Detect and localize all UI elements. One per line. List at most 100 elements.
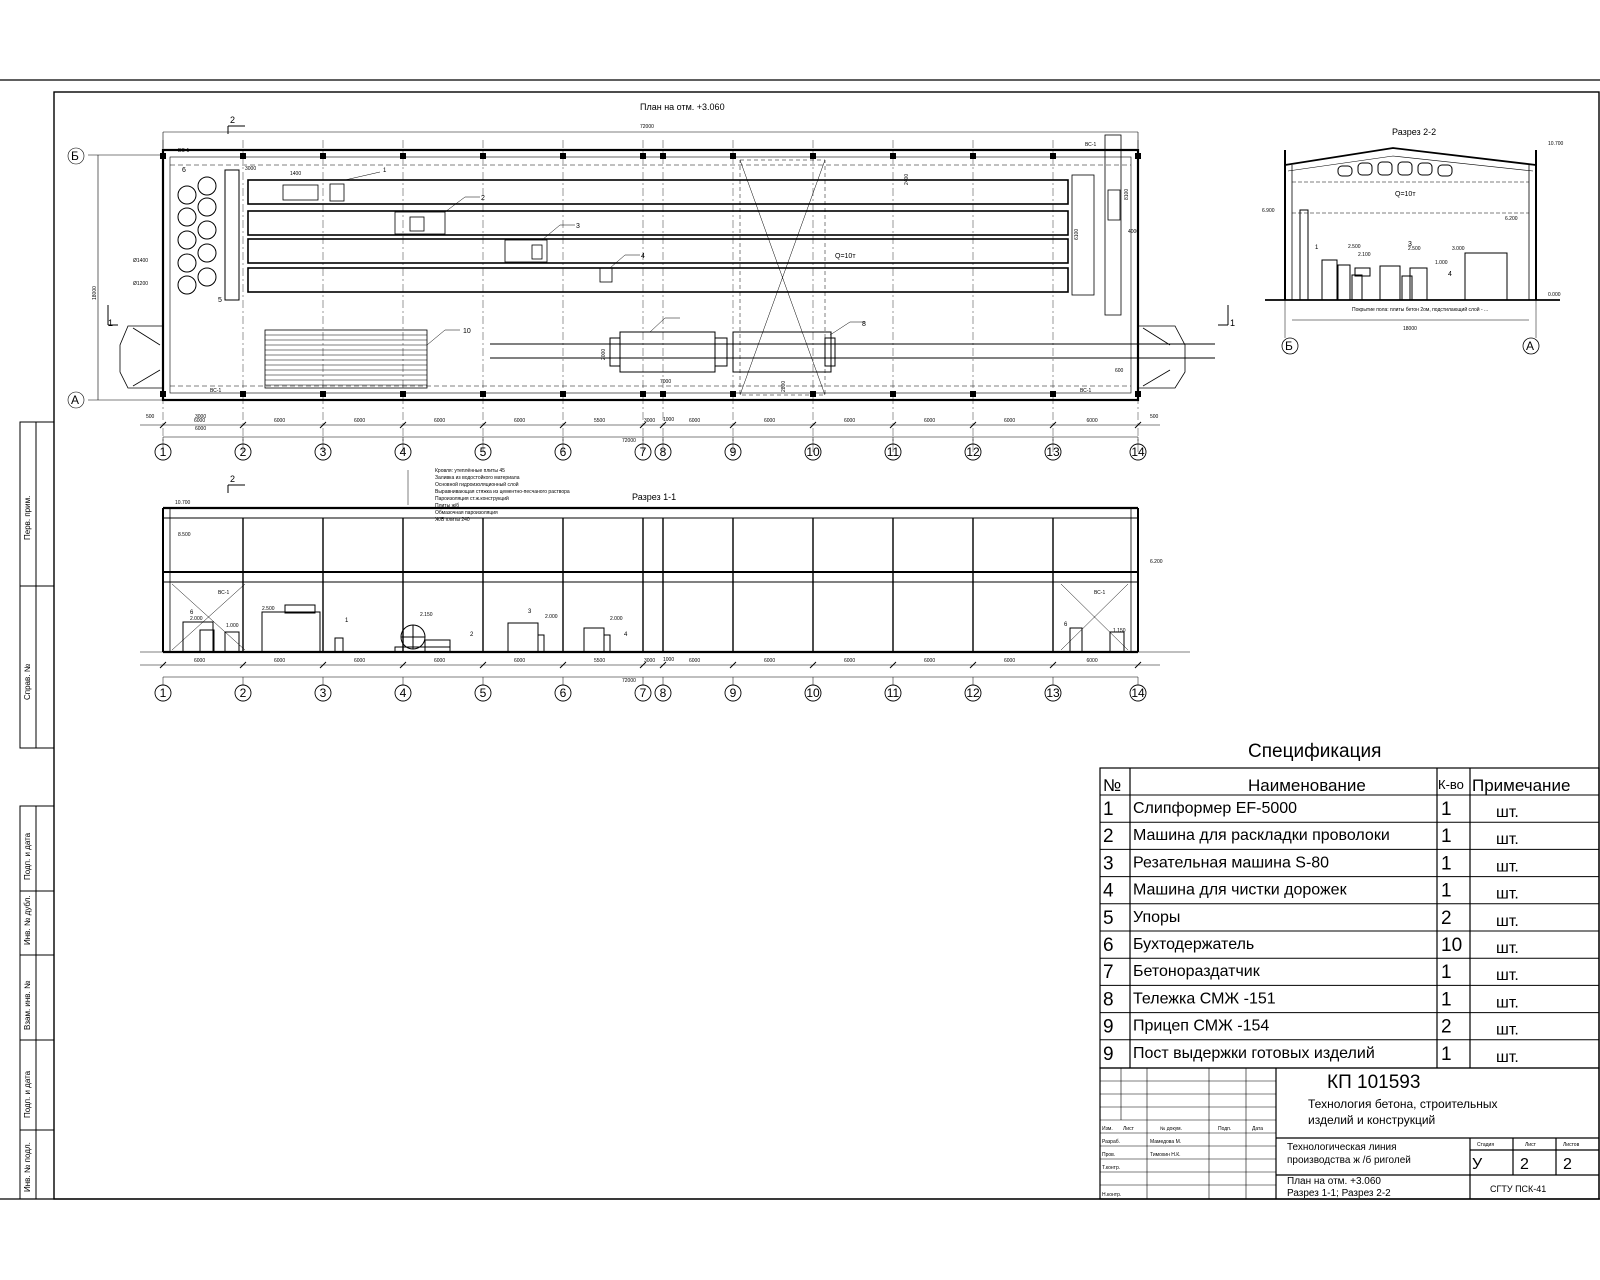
column-top <box>160 153 166 159</box>
plan-dim-7: 2000 <box>601 349 607 360</box>
plan-dim-value: 6000 <box>1087 418 1098 424</box>
sec11-axis-number: 14 <box>1131 686 1145 700</box>
column-top <box>1135 153 1141 159</box>
plan-dim-value: 6000 <box>924 418 935 424</box>
plan-axis-bubble <box>1044 443 1062 461</box>
tb-stage: У <box>1472 1156 1483 1173</box>
plan-row-axes <box>67 147 163 409</box>
sec11-axis-bubble <box>804 684 822 702</box>
side-stamp-2: Справ. № <box>23 663 32 700</box>
section-1-1: Разрез 1-1 <box>140 468 1190 702</box>
column-top <box>890 153 896 159</box>
sec22-level-3: 0.000 <box>1548 292 1561 298</box>
plan-leaders <box>344 171 865 346</box>
sec11-tick <box>159 661 167 669</box>
spec-row-name: Машина для чистки дорожек <box>1133 882 1348 899</box>
sec11-dim-value: 6000 <box>844 658 855 664</box>
spec-row-note: шт. <box>1496 858 1519 875</box>
side-stamp-1: Перв. прим. <box>23 496 32 540</box>
sec11-note-3: Основной гидроизоляционный слой <box>435 481 519 488</box>
plan-label-vs1-b: ВС-1 <box>1085 142 1096 148</box>
tb-sheet: 2 <box>1520 1156 1529 1173</box>
sec11-dim-value: 3000 <box>644 658 655 664</box>
plan-axis-bubble <box>884 443 902 461</box>
sec11-axis-number: 5 <box>480 686 487 700</box>
spec-row-note: шт. <box>1496 1022 1519 1039</box>
plan-axis-number: 8 <box>660 445 667 459</box>
plan-dim-value: 6000 <box>764 418 775 424</box>
side-stamp-6: Подп. и дата <box>23 1070 32 1118</box>
sec11-axis-bubble <box>1129 684 1147 702</box>
sec22-level-4: 6.900 <box>1262 208 1275 214</box>
tb-subject-2: изделий и конструкций <box>1308 1113 1435 1127</box>
column-bottom <box>160 391 166 397</box>
spec-row-number: 8 <box>1103 989 1114 1010</box>
sec11-label-6a: 6 <box>190 610 194 616</box>
crane-rails <box>170 164 1131 387</box>
sec11-axis-bubble <box>314 684 332 702</box>
tb-sheet-name-1: План на отм. +3.060 <box>1287 1176 1381 1187</box>
sec11-label-4: 4 <box>624 632 628 638</box>
sec11-dim-value: 6000 <box>764 658 775 664</box>
spec-row-qty: 1 <box>1441 881 1452 902</box>
sec11-tick <box>559 661 567 669</box>
plan-axis-lines <box>160 140 1141 452</box>
plan-axis-number: 12 <box>966 445 980 459</box>
sec11-dim-small: 1000 <box>663 657 674 663</box>
spec-row-qty: 1 <box>1441 962 1452 983</box>
sec11-axis-number: 10 <box>806 686 820 700</box>
plan-callouts: ВС-1 ВС-1 ВС-1 ВС-1 Q=10т 1 2 3 4 5 6 8 … <box>178 142 1096 394</box>
plan-axis-bubble <box>654 443 672 461</box>
plan-dim-9: 2800 <box>781 381 787 392</box>
spec-row-name: Слипформер EF-5000 <box>1133 800 1297 817</box>
sec11-note-8: Ж/Б плиты 240 <box>435 517 470 523</box>
spec-row-note: шт. <box>1496 831 1519 848</box>
sec11-axis-number: 1 <box>160 686 167 700</box>
sec11-level-6: 2.500 <box>262 606 275 612</box>
spec-row-name: Тележка СМЖ -151 <box>1133 990 1276 1007</box>
plan-dim-6: 6100 <box>1074 229 1080 240</box>
circle-diam-1: Ø1400 <box>133 258 148 264</box>
sec11-level-1: 10.700 <box>175 500 191 506</box>
plan-tick <box>239 421 247 429</box>
side-stamp-7: Инв. № подл. <box>23 1142 32 1192</box>
spec-row-note: шт. <box>1496 967 1519 984</box>
spec-row-name: Прицеп СМЖ -154 <box>1133 1018 1269 1035</box>
column-top <box>660 153 666 159</box>
sec11-axis-bubble <box>724 684 742 702</box>
sec11-axis-number: 9 <box>730 686 737 700</box>
sec22-level-9: 3.000 <box>1452 246 1465 252</box>
sec11-notes: Кровля: утеплённые плиты 45 Заливка из в… <box>407 468 570 523</box>
sec11-title: Разрез 1-1 <box>632 492 676 502</box>
sec11-note-2: Заливка из водостойкого материала <box>435 474 520 481</box>
sec11-axis-number: 6 <box>560 686 567 700</box>
tb-sheet-head: Лист <box>1525 1142 1537 1148</box>
sec11-tick <box>639 661 647 669</box>
sec11-bracing <box>171 583 1129 651</box>
sec11-axis-bubble <box>394 684 412 702</box>
plan-dim-3: 1000 <box>663 417 674 423</box>
tb-col-doc: № докум. <box>1160 1126 1182 1132</box>
sec11-axis-bubble <box>154 684 172 702</box>
plan-label-vs1-d: ВС-1 <box>1080 388 1091 394</box>
sec11-axis-bubble <box>964 684 982 702</box>
plan-dim-1: 3000 <box>195 414 206 420</box>
spec-row-qty: 1 <box>1441 853 1452 874</box>
sec11-dim-value: 6000 <box>514 658 525 664</box>
sec22-title: Разрез 2-2 <box>1392 127 1436 137</box>
circle-diam-2: Ø1200 <box>133 281 148 287</box>
plan-tick <box>659 421 667 429</box>
plan-axis-bubble <box>234 443 252 461</box>
plan-axis-bubble <box>804 443 822 461</box>
sec11-axis-number: 3 <box>320 686 327 700</box>
spec-row-name: Машина для раскладки проволоки <box>1133 827 1390 844</box>
sec11-labels: ВС-1 ВС-1 1 2 3 4 6 6 <box>190 590 1105 638</box>
spec-row-number: 9 <box>1103 1017 1114 1038</box>
plan-label-vs1-a: ВС-1 <box>178 148 189 154</box>
sec22-floor-note: Покрытие пола: плиты бетон 2ом, подстила… <box>1352 306 1488 313</box>
spec-row-number: 9 <box>1103 1044 1114 1065</box>
plan-axis-bubble <box>474 443 492 461</box>
spec-row-name: Бухтодержатель <box>1133 936 1254 953</box>
spec-row-name: Резательная машина S-80 <box>1133 854 1329 871</box>
